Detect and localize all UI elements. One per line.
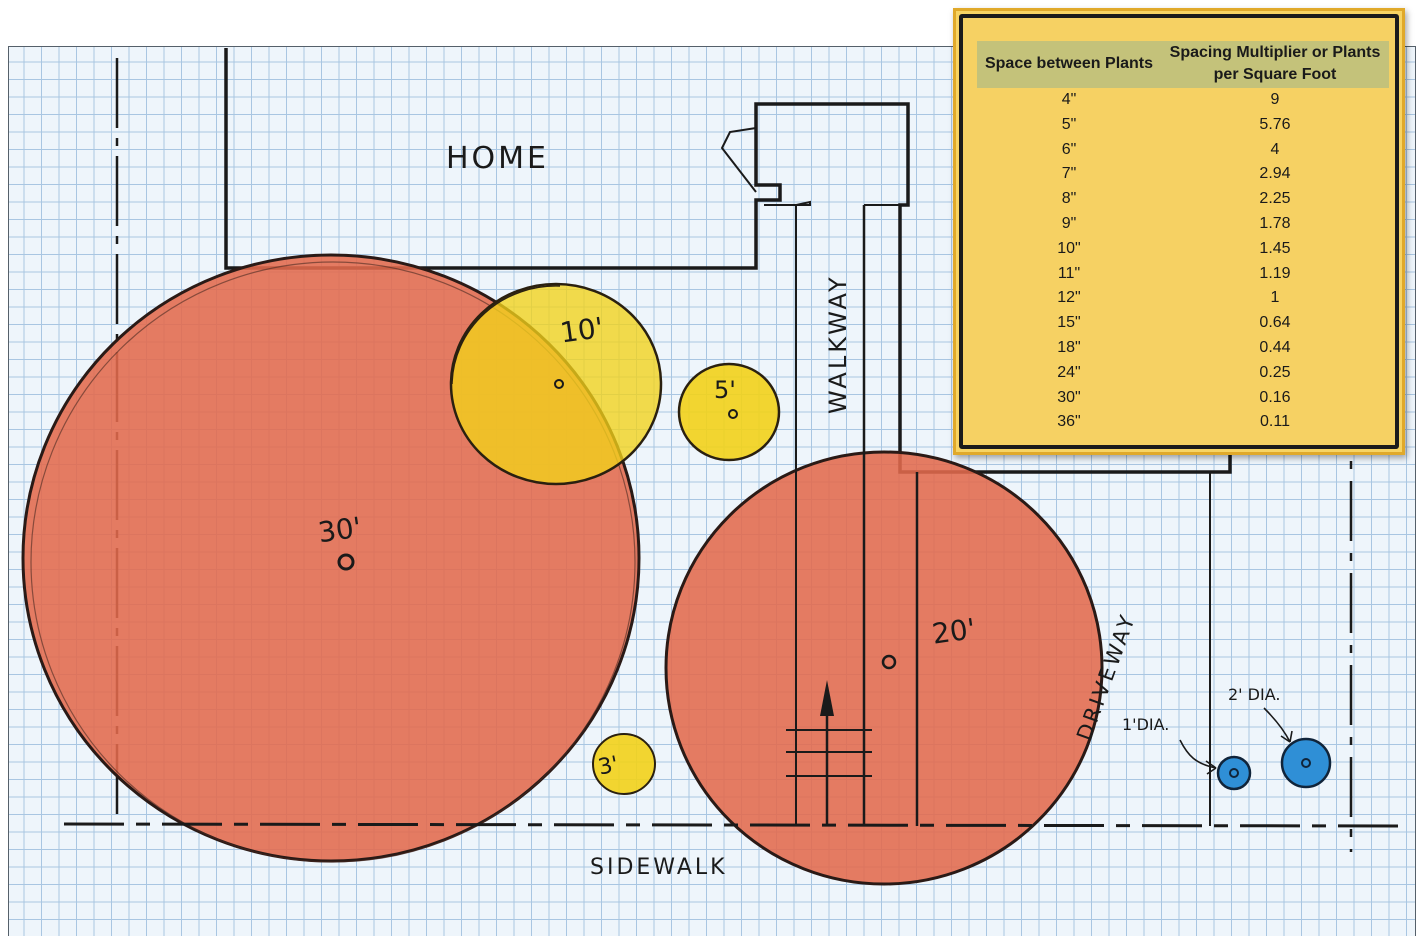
spacing-cell: 6"	[1061, 140, 1077, 158]
leader-2ft-head	[1280, 730, 1293, 743]
label-10ft: 10'	[558, 311, 605, 350]
center-2ft	[1301, 758, 1311, 768]
table-row: 7" 2.94	[977, 162, 1389, 187]
table-row: 11" 1.19	[977, 262, 1389, 287]
multiplier-cell: 0.64	[1259, 314, 1291, 332]
walkway-label: WALKWAY	[824, 274, 852, 414]
center-30ft	[337, 553, 355, 571]
leader-1ft-head	[1205, 760, 1217, 775]
spacing-cell: 10"	[1057, 239, 1081, 257]
table-row: 10" 1.45	[977, 237, 1389, 262]
spacing-cell: 18"	[1057, 338, 1081, 356]
spacing-table: Space between Plants Spacing Multiplier …	[977, 41, 1389, 435]
multiplier-cell: 2.94	[1259, 165, 1291, 183]
spacing-cell: 7"	[1061, 165, 1077, 183]
table-row: 9" 1.78	[977, 212, 1389, 237]
table-row: 18" 0.44	[977, 336, 1389, 361]
spacing-cell: 12"	[1057, 289, 1081, 307]
walkway-steps	[786, 729, 872, 777]
sidewalk-label: SIDEWALK	[590, 855, 728, 880]
table-row: 4" 9	[977, 88, 1389, 113]
leader-2ft	[1263, 707, 1291, 743]
spacing-cell: 15"	[1057, 314, 1081, 332]
walkway-edge-left	[764, 200, 811, 826]
spacing-cell: 24"	[1057, 363, 1081, 381]
label-2ft-dia: 2' DIA.	[1228, 685, 1280, 704]
table-row: 6" 4	[977, 138, 1389, 163]
home-label: HOME	[446, 141, 549, 176]
spacing-cell: 9"	[1061, 214, 1077, 232]
spacing-table-frame: Space between Plants Spacing Multiplier …	[959, 14, 1399, 449]
entry-arrow-head	[820, 680, 834, 716]
plant-20ft	[664, 450, 1104, 886]
plant-3ft	[592, 733, 656, 795]
multiplier-cell: 0.25	[1259, 363, 1291, 381]
header-space-between-plants: Space between Plants	[977, 41, 1161, 88]
label-20ft: 20'	[930, 612, 977, 651]
spacing-table-header-row: Space between Plants Spacing Multiplier …	[977, 41, 1389, 88]
multiplier-cell: 5.76	[1259, 115, 1291, 133]
center-10ft	[554, 379, 564, 389]
spacing-cell: 4"	[1061, 91, 1077, 108]
center-5ft	[728, 409, 738, 419]
door-swing	[720, 127, 757, 193]
multiplier-cell: 0.44	[1259, 338, 1291, 356]
multiplier-cell: 1.45	[1259, 239, 1291, 257]
label-1ft-dia: 1'DIA.	[1122, 715, 1169, 734]
spacing-cell: 36"	[1057, 413, 1081, 431]
multiplier-cell: 1.19	[1259, 264, 1291, 282]
table-row: 15" 0.64	[977, 311, 1389, 336]
table-row: 5" 5.76	[977, 113, 1389, 138]
spacing-cell: 5"	[1061, 115, 1077, 133]
multiplier-cell: 4	[1270, 140, 1280, 158]
label-30ft: 30'	[316, 511, 363, 550]
spacing-table-card: Space between Plants Spacing Multiplier …	[953, 8, 1405, 455]
home-outline	[224, 48, 1232, 474]
spacing-cell: 11"	[1057, 264, 1081, 282]
leader-1ft	[1179, 739, 1217, 769]
table-row: 30" 0.16	[977, 386, 1389, 411]
label-5ft: 5'	[714, 376, 736, 404]
header-spacing-multiplier: Spacing Multiplier or Plants per Square …	[1161, 41, 1389, 88]
center-1ft	[1229, 768, 1239, 778]
multiplier-cell: 0.11	[1260, 413, 1290, 431]
spacing-cell: 8"	[1061, 190, 1077, 208]
table-row: 24" 0.25	[977, 361, 1389, 386]
multiplier-cell: 1	[1270, 289, 1280, 307]
plant-2ft-dia	[1280, 737, 1332, 789]
center-20ft	[881, 654, 897, 670]
multiplier-cell: 9	[1270, 91, 1280, 108]
multiplier-cell: 1.78	[1259, 214, 1291, 232]
multiplier-cell: 0.16	[1259, 388, 1291, 406]
table-row: 8" 2.25	[977, 187, 1389, 212]
table-row: 12" 1	[977, 286, 1389, 311]
sidewalk-line	[63, 822, 1407, 828]
plant-1ft-dia	[1216, 755, 1252, 791]
multiplier-cell: 2.25	[1259, 190, 1291, 208]
table-row: 36" 0.11	[977, 410, 1389, 435]
spacing-cell: 30"	[1057, 388, 1081, 406]
